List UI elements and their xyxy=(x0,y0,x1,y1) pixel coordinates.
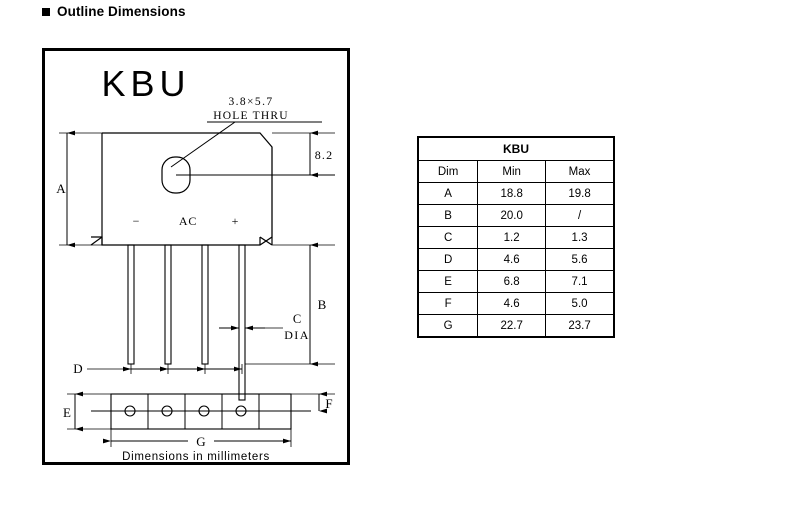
bottom-view-dividers xyxy=(147,394,260,429)
table-body: A 18.8 19.8 B 20.0 / C 1.2 1.3 D 4.6 5.6… xyxy=(417,182,615,338)
dimension-label-B: B xyxy=(318,297,327,312)
package-body-outline xyxy=(91,132,273,246)
cell-dim: A xyxy=(417,182,479,205)
table-row: E 6.8 7.1 xyxy=(417,270,615,293)
outline-drawing: KBU 3.8×5.7 HOLE THRU − AC + xyxy=(56,63,335,462)
table-header-part: KBU xyxy=(417,136,615,161)
cell-max: 7.1 xyxy=(545,270,615,293)
table-row: C 1.2 1.3 xyxy=(417,226,615,249)
table-row: G 22.7 23.7 xyxy=(417,314,615,338)
cell-max: 23.7 xyxy=(545,314,615,338)
cell-min: 4.6 xyxy=(477,248,547,271)
table-col-header-min: Min xyxy=(477,160,547,183)
cell-min: 20.0 xyxy=(477,204,547,227)
cell-max: 1.3 xyxy=(545,226,615,249)
outline-drawing-frame: KBU 3.8×5.7 HOLE THRU − AC + xyxy=(42,48,350,465)
dimension-label-G: G xyxy=(196,434,205,449)
dimensions-table: KBU Dim Min Max A 18.8 19.8 B 20.0 / C 1… xyxy=(417,136,615,338)
cell-min: 1.2 xyxy=(477,226,547,249)
table-header-row: Dim Min Max xyxy=(417,160,615,183)
dimension-label-D: D xyxy=(73,361,82,376)
terminal-label-minus: − xyxy=(133,214,140,228)
cell-max: 19.8 xyxy=(545,182,615,205)
dimension-label-F: F xyxy=(325,396,332,411)
cell-dim: D xyxy=(417,248,479,271)
cell-dim: F xyxy=(417,292,479,315)
terminal-label-ac: AC xyxy=(179,214,197,228)
cell-min: 22.7 xyxy=(477,314,547,338)
package-pins xyxy=(127,244,246,401)
table-row: A 18.8 19.8 xyxy=(417,182,615,205)
cell-max: 5.6 xyxy=(545,248,615,271)
dimension-label-C: C xyxy=(293,312,301,326)
cell-min: 4.6 xyxy=(477,292,547,315)
page-title: Outline Dimensions xyxy=(57,4,186,19)
table-col-header-dim: Dim xyxy=(417,160,479,183)
dimension-label-E: E xyxy=(63,405,71,420)
table-row: D 4.6 5.6 xyxy=(417,248,615,271)
hole-callout-size: 3.8×5.7 xyxy=(228,96,273,108)
hole-callout-note: HOLE THRU xyxy=(213,110,288,122)
dimensions-table-container: KBU Dim Min Max A 18.8 19.8 B 20.0 / C 1… xyxy=(417,136,615,338)
cell-dim: G xyxy=(417,314,479,338)
terminal-label-plus: + xyxy=(232,214,239,228)
cell-dim: E xyxy=(417,270,479,293)
square-bullet-icon xyxy=(42,7,50,16)
units-footnote: Dimensions in millimeters xyxy=(122,451,270,462)
section-heading: Outline Dimensions xyxy=(42,4,186,19)
table-part-name: KBU xyxy=(417,136,615,161)
cell-max: 5.0 xyxy=(545,292,615,315)
bottom-view-pin-markers xyxy=(124,405,247,417)
cell-min: 18.8 xyxy=(477,182,547,205)
table-row: F 4.6 5.0 xyxy=(417,292,615,315)
dimension-label-8-2: 8.2 xyxy=(315,148,334,162)
cell-dim: B xyxy=(417,204,479,227)
part-title: KBU xyxy=(101,63,190,104)
cell-max: / xyxy=(545,204,615,227)
dimension-label-C-dia: DIA xyxy=(284,328,310,342)
cell-min: 6.8 xyxy=(477,270,547,293)
cell-dim: C xyxy=(417,226,479,249)
table-col-header-max: Max xyxy=(545,160,615,183)
table-row: B 20.0 / xyxy=(417,204,615,227)
dimension-label-A: A xyxy=(56,181,66,196)
